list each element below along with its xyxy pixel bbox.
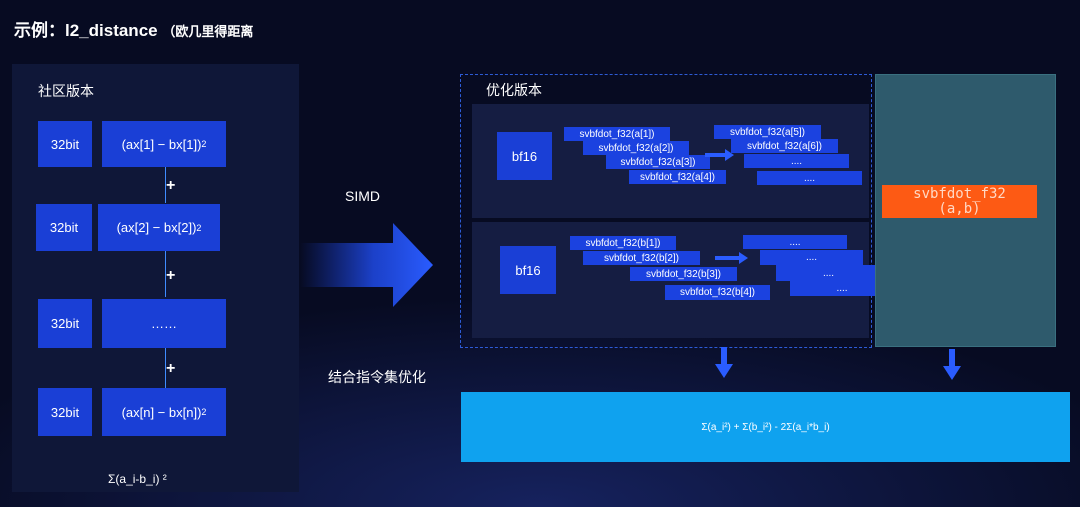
community-label: 社区版本 xyxy=(38,83,94,99)
expr-exp-4: 2 xyxy=(201,407,207,417)
type-box-1: 32bit xyxy=(38,121,92,167)
bf16-box-b: bf16 xyxy=(500,246,556,294)
chip-a-3: svbfdot_f32(a[3]) xyxy=(606,155,710,169)
chip-b-8: .... xyxy=(790,281,894,296)
community-formula: Σ(a_i-b_i) ² xyxy=(108,472,167,486)
expr-box-4: (ax[n] − bx[n])2 xyxy=(102,388,226,436)
title-main: 示例：l2_distance xyxy=(14,21,158,40)
down-arrow-right-icon xyxy=(943,349,961,380)
bf16-box-a: bf16 xyxy=(497,132,552,180)
type-box-3: 32bit xyxy=(38,299,92,348)
title-sub: （欧几里得距离 xyxy=(162,24,254,39)
plus-sign-3: + xyxy=(166,360,176,377)
simd-label: SIMD xyxy=(345,188,380,204)
combine-label: 结合指令集优化 xyxy=(328,369,426,385)
chip-b-6: .... xyxy=(760,250,863,265)
page-title: 示例：l2_distance （欧几里得距离 xyxy=(14,16,253,41)
chip-b-5: .... xyxy=(743,235,847,249)
chip-b-1: svbfdot_f32(b[1]) xyxy=(570,236,676,250)
chip-b-2: svbfdot_f32(b[2]) xyxy=(583,251,700,265)
result-box: Σ(a_i²) + Σ(b_i²) - 2Σ(a_i*b_i) xyxy=(461,392,1070,462)
chip-a-7: .... xyxy=(744,154,849,168)
down-arrow-left-icon xyxy=(715,347,733,378)
orange-box-line2: (a,b) xyxy=(938,200,981,217)
expr-box-2: (ax[2] − bx[2])2 xyxy=(98,204,220,251)
chip-a-4: svbfdot_f32(a[4]) xyxy=(629,170,726,184)
chip-a-2: svbfdot_f32(a[2]) xyxy=(583,141,689,155)
expr-text-2: (ax[2] − bx[2]) xyxy=(116,220,197,235)
optimized-label: 优化版本 xyxy=(486,82,542,98)
type-box-4: 32bit xyxy=(38,388,92,436)
result-formula: Σ(a_i²) + Σ(b_i²) - 2Σ(a_i*b_i) xyxy=(701,421,830,433)
connector-line-3 xyxy=(165,348,166,388)
expr-text-1: (ax[1] − bx[1]) xyxy=(121,136,202,152)
arrow-b-icon xyxy=(715,252,748,264)
chip-a-6: svbfdot_f32(a[6]) xyxy=(731,139,838,153)
chip-b-4: svbfdot_f32(b[4]) xyxy=(665,285,770,300)
chip-a-8: .... xyxy=(757,171,862,185)
plus-sign-2: + xyxy=(166,267,176,284)
type-box-2: 32bit xyxy=(36,204,92,251)
connector-line-1 xyxy=(165,167,166,203)
chip-a-1: svbfdot_f32(a[1]) xyxy=(564,127,670,141)
expr-box-1: (ax[1] − bx[1])2 xyxy=(102,121,226,167)
optimized-frame xyxy=(460,74,872,348)
orange-box-line1: svbfdot_f32 xyxy=(913,185,1006,202)
arrow-a-icon xyxy=(705,149,734,161)
chip-b-7: .... xyxy=(776,265,881,281)
expr-exp-2: 2 xyxy=(196,222,202,233)
orange-box: svbfdot_f32 (a,b) xyxy=(882,185,1037,218)
simd-arrow-icon xyxy=(300,223,433,307)
expr-box-3: …… xyxy=(102,299,226,348)
expr-exp-1: 2 xyxy=(201,139,207,149)
plus-sign-1: + xyxy=(166,177,176,194)
chip-b-3: svbfdot_f32(b[3]) xyxy=(630,267,737,281)
chip-a-5: svbfdot_f32(a[5]) xyxy=(714,125,821,139)
expr-text-4: (ax[n] − bx[n]) xyxy=(121,404,202,420)
connector-line-2 xyxy=(165,251,166,297)
